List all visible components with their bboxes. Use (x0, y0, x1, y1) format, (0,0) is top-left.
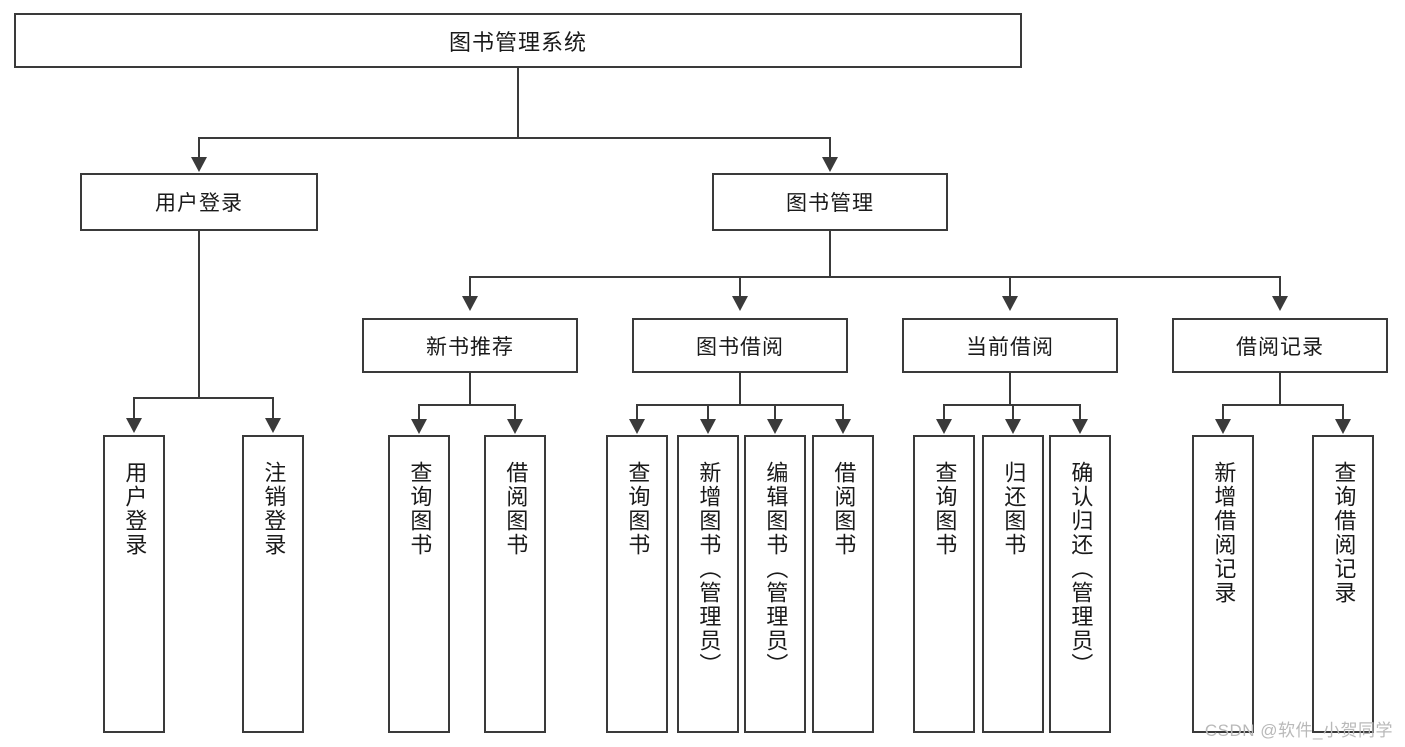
arrow-books-to-current (1002, 296, 1018, 311)
leaf-query-borrow-record-label: 查询借阅记录 (1331, 461, 1357, 605)
node-root-label: 图书管理系统 (448, 29, 587, 55)
arrow-login-to-leaf-1 (126, 418, 142, 433)
arrow-root-to-books (822, 157, 838, 172)
connector-borrow-bus (636, 404, 844, 406)
leaf-return-book-label: 归还图书 (1001, 461, 1027, 557)
arrow-books-to-borrow (732, 296, 748, 311)
arrow-borrow-to-leaf-1 (629, 419, 645, 434)
connector-root-bus (198, 137, 830, 139)
connector-current-to-leaf-3 (1079, 404, 1081, 420)
arrow-current-to-leaf-2 (1005, 419, 1021, 434)
watermark-text: CSDN @软件_小贺同学 (1204, 721, 1393, 740)
node-user-login[interactable]: 用户登录 (80, 173, 318, 231)
connector-login-stem (198, 231, 200, 398)
arrow-borrow-to-leaf-4 (835, 419, 851, 434)
leaf-query-book-recommend-label: 查询图书 (407, 461, 433, 557)
arrow-current-to-leaf-1 (936, 419, 952, 434)
connector-record-bus (1222, 404, 1343, 406)
node-current-borrow-label: 当前借阅 (966, 335, 1054, 359)
leaf-return-book[interactable]: 归还图书 (982, 435, 1044, 733)
leaf-query-book-recommend[interactable]: 查询图书 (388, 435, 450, 733)
connector-books-to-borrow (739, 276, 741, 298)
node-new-book-recommend-label: 新书推荐 (426, 335, 514, 359)
connector-login-bus (133, 397, 273, 399)
connector-root-to-login (198, 137, 200, 159)
leaf-query-book-current-label: 查询图书 (932, 461, 958, 557)
connector-borrow-to-leaf-1 (636, 404, 638, 420)
connector-books-to-record (1279, 276, 1281, 298)
node-borrow-record-label: 借阅记录 (1236, 335, 1324, 359)
connector-record-to-leaf-2 (1342, 404, 1344, 420)
connector-books-to-new (469, 276, 471, 298)
leaf-query-borrow-record[interactable]: 查询借阅记录 (1312, 435, 1374, 733)
leaf-add-borrow-record-label: 新增借阅记录 (1211, 461, 1237, 605)
leaf-add-book-admin-label: 新增图书（管理员） (696, 461, 722, 677)
leaf-borrow-book[interactable]: 借阅图书 (812, 435, 874, 733)
arrow-borrow-to-leaf-2 (700, 419, 716, 434)
arrow-record-to-leaf-1 (1215, 419, 1231, 434)
node-book-borrow[interactable]: 图书借阅 (632, 318, 848, 373)
arrow-books-to-record (1272, 296, 1288, 311)
leaf-add-borrow-record[interactable]: 新增借阅记录 (1192, 435, 1254, 733)
leaf-borrow-book-recommend[interactable]: 借阅图书 (484, 435, 546, 733)
arrow-login-to-leaf-2 (265, 418, 281, 433)
connector-newbook-to-leaf-2 (514, 404, 516, 420)
connector-borrow-stem (739, 373, 741, 405)
leaf-query-book-current[interactable]: 查询图书 (913, 435, 975, 733)
leaf-query-book-borrow-label: 查询图书 (625, 461, 651, 557)
arrow-root-to-login (191, 157, 207, 172)
leaf-add-book-admin[interactable]: 新增图书（管理员） (677, 435, 739, 733)
leaf-edit-book-admin[interactable]: 编辑图书（管理员） (744, 435, 806, 733)
arrow-current-to-leaf-3 (1072, 419, 1088, 434)
leaf-confirm-return-admin[interactable]: 确认归还（管理员） (1049, 435, 1111, 733)
connector-books-bus (469, 276, 1280, 278)
arrow-newbook-to-leaf-1 (411, 419, 427, 434)
connector-borrow-to-leaf-4 (842, 404, 844, 420)
node-new-book-recommend[interactable]: 新书推荐 (362, 318, 578, 373)
connector-newbook-bus (418, 404, 515, 406)
arrow-borrow-to-leaf-3 (767, 419, 783, 434)
node-root[interactable]: 图书管理系统 (14, 13, 1022, 68)
connector-books-stem (829, 231, 831, 277)
connector-borrow-to-leaf-2 (707, 404, 709, 420)
connector-login-to-leaf-2 (272, 397, 274, 419)
leaf-query-book-borrow[interactable]: 查询图书 (606, 435, 668, 733)
node-user-login-label: 用户登录 (155, 192, 243, 215)
leaf-user-login-label: 用户登录 (122, 461, 148, 557)
leaf-confirm-return-admin-label: 确认归还（管理员） (1068, 461, 1094, 677)
arrow-newbook-to-leaf-2 (507, 419, 523, 434)
connector-borrow-to-leaf-3 (774, 404, 776, 420)
leaf-logout-label: 注销登录 (261, 461, 287, 557)
connector-newbook-to-leaf-1 (418, 404, 420, 420)
connector-newbook-stem (469, 373, 471, 405)
connector-current-stem (1009, 373, 1011, 405)
node-book-borrow-label: 图书借阅 (696, 335, 784, 359)
connector-root-to-books (829, 137, 831, 159)
connector-record-stem (1279, 373, 1281, 405)
node-borrow-record[interactable]: 借阅记录 (1172, 318, 1388, 373)
leaf-borrow-book-recommend-label: 借阅图书 (503, 461, 529, 557)
connector-root-stem (517, 68, 519, 138)
leaf-edit-book-admin-label: 编辑图书（管理员） (763, 461, 789, 677)
connector-current-to-leaf-1 (943, 404, 945, 420)
connector-record-to-leaf-1 (1222, 404, 1224, 420)
node-book-management-label: 图书管理 (786, 192, 874, 215)
connector-books-to-current (1009, 276, 1011, 298)
connector-current-to-leaf-2 (1012, 404, 1014, 420)
leaf-logout[interactable]: 注销登录 (242, 435, 304, 733)
node-book-management[interactable]: 图书管理 (712, 173, 948, 231)
node-current-borrow[interactable]: 当前借阅 (902, 318, 1118, 373)
arrow-books-to-new (462, 296, 478, 311)
arrow-record-to-leaf-2 (1335, 419, 1351, 434)
connector-login-to-leaf-1 (133, 397, 135, 419)
leaf-borrow-book-label: 借阅图书 (831, 461, 857, 557)
leaf-user-login[interactable]: 用户登录 (103, 435, 165, 733)
